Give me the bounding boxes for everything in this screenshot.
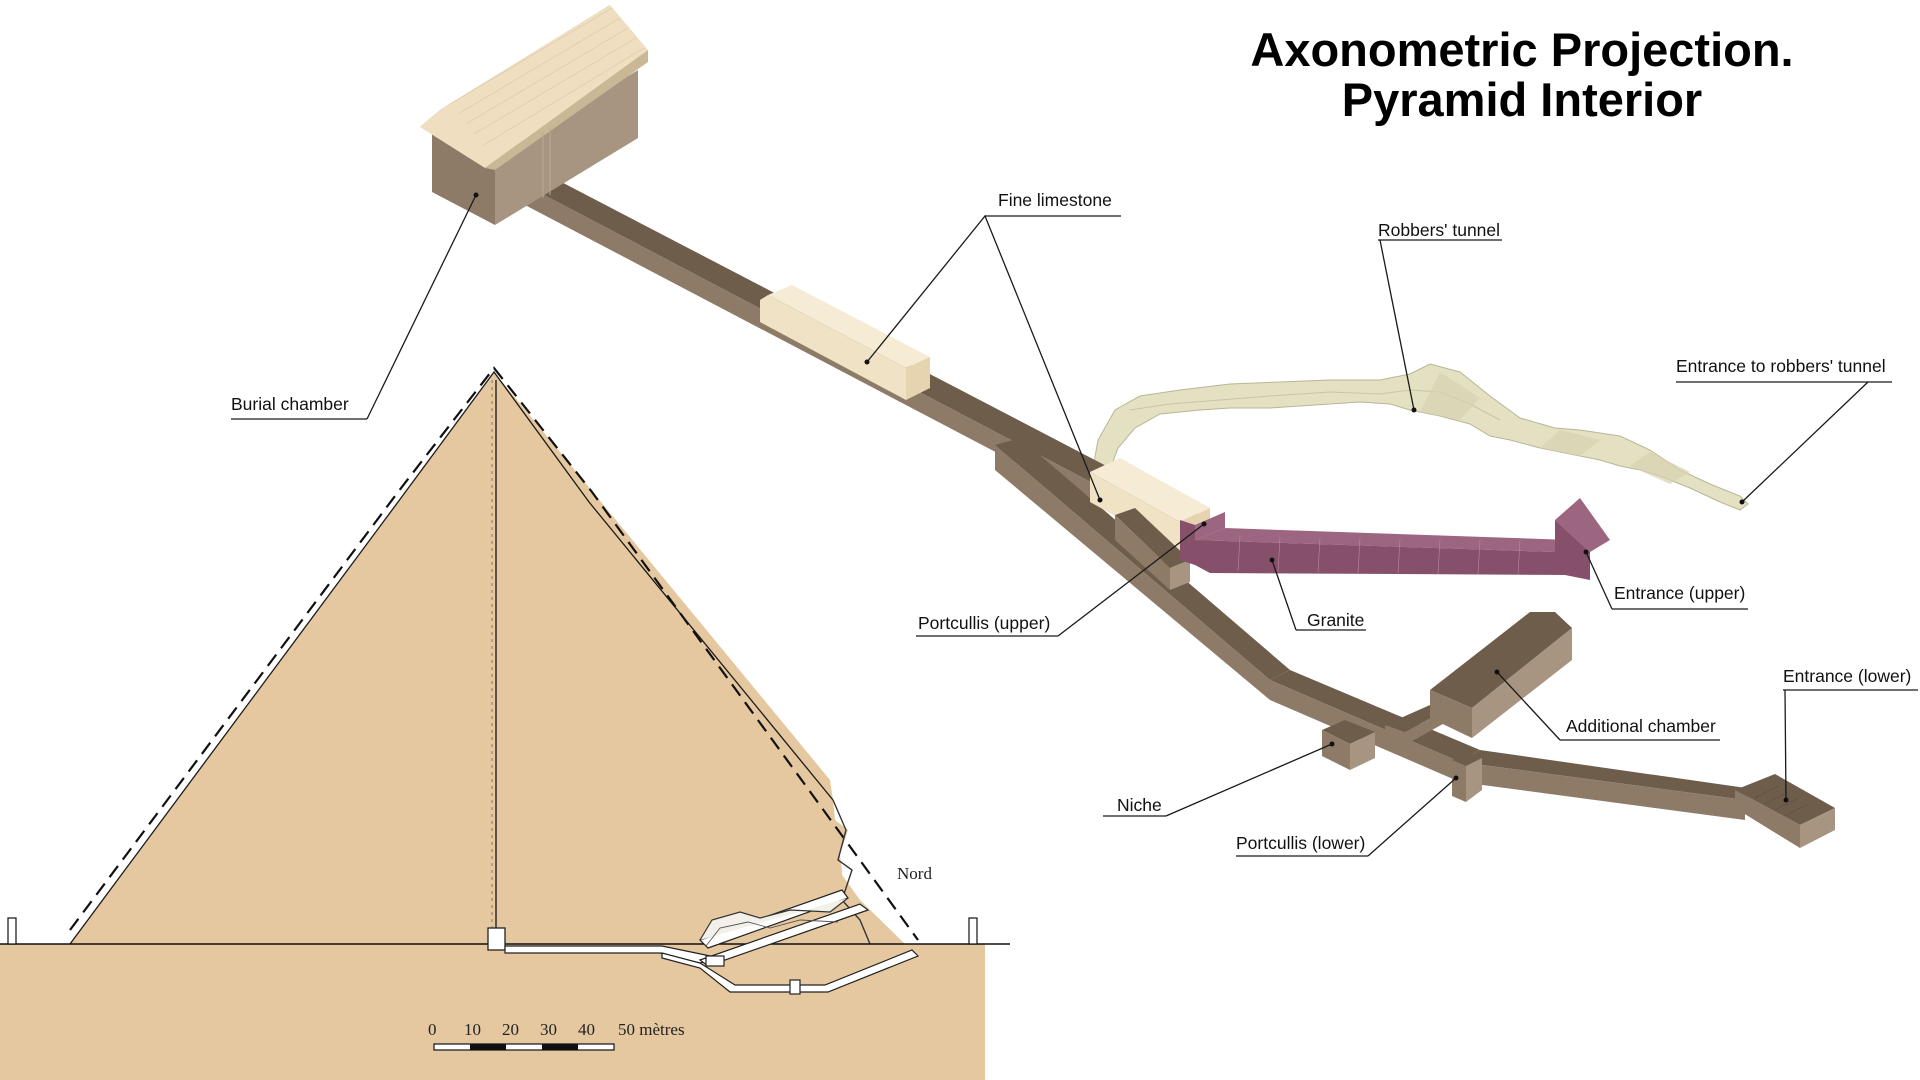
diagram-title-line1: Axonometric Projection.	[1250, 23, 1793, 76]
scale-tick-20: 20	[502, 1020, 519, 1039]
leader-fine-limestone	[866, 214, 1101, 501]
label-portcullis-upper: Portcullis (upper)	[918, 613, 1050, 633]
north-label: Nord	[897, 864, 932, 883]
robbers-tunnel-shape	[1092, 363, 1749, 511]
label-burial-chamber: Burial chamber	[231, 394, 349, 414]
marker-left	[7, 917, 17, 945]
pyramid-cross-section: Nord 0 10 20 30 40 50 mètres	[0, 366, 1010, 1080]
pyramid-casing-dashed	[69, 366, 919, 941]
ground-section	[0, 944, 985, 1080]
section-burial-chamber	[487, 927, 506, 951]
marker-right	[968, 917, 978, 945]
diagram-title-line2: Pyramid Interior	[1342, 73, 1702, 126]
leader-entrance-robbers	[1741, 381, 1869, 503]
niche-box	[1322, 720, 1375, 770]
pyramid-body-fill	[70, 372, 842, 944]
label-entrance-lower: Entrance (lower)	[1783, 666, 1911, 686]
burial-chamber-box	[420, 5, 648, 225]
leader-entrance-upper	[1585, 551, 1613, 610]
label-granite: Granite	[1307, 610, 1364, 630]
leader-entrance-lower	[1784, 689, 1787, 801]
scale-tick-40: 40	[578, 1020, 595, 1039]
label-entrance-upper: Entrance (upper)	[1614, 583, 1745, 603]
leader-portcullis-upper	[1057, 523, 1205, 637]
axonometric-model	[420, 5, 1835, 848]
leader-additional-chamber	[1496, 671, 1561, 741]
pyramid-jagged-face	[832, 799, 871, 945]
leader-niche	[1165, 743, 1333, 817]
scale-tick-30: 30	[540, 1020, 557, 1039]
leader-granite	[1271, 559, 1297, 631]
label-additional-chamber: Additional chamber	[1566, 716, 1716, 736]
leader-robbers-tunnel	[1379, 239, 1415, 411]
label-fine-limestone: Fine limestone	[998, 190, 1112, 210]
portcullis-upper-block	[1115, 508, 1190, 590]
label-robbers-tunnel: Robbers' tunnel	[1378, 220, 1500, 240]
label-niche: Niche	[1117, 795, 1162, 815]
scale-tick-10: 10	[464, 1020, 481, 1039]
scale-bar: 0 10 20 30 40 50 mètres	[428, 1020, 685, 1051]
label-portcullis-lower: Portcullis (lower)	[1236, 833, 1365, 853]
leader-burial-chamber	[366, 194, 477, 420]
additional-chamber-box	[1430, 612, 1572, 738]
granite-corridor	[1180, 498, 1610, 580]
fine-limestone-segment-1	[760, 285, 930, 400]
lower-entrance-ramp	[1735, 774, 1835, 848]
scale-tick-0: 0	[428, 1020, 437, 1039]
scale-tick-50: 50 mètres	[618, 1020, 685, 1039]
section-robbers-tunnel	[699, 897, 849, 941]
label-entrance-robbers: Entrance to robbers' tunnel	[1676, 356, 1886, 376]
leader-portcullis-lower	[1367, 777, 1457, 857]
portcullis-lower-block	[1452, 752, 1482, 802]
